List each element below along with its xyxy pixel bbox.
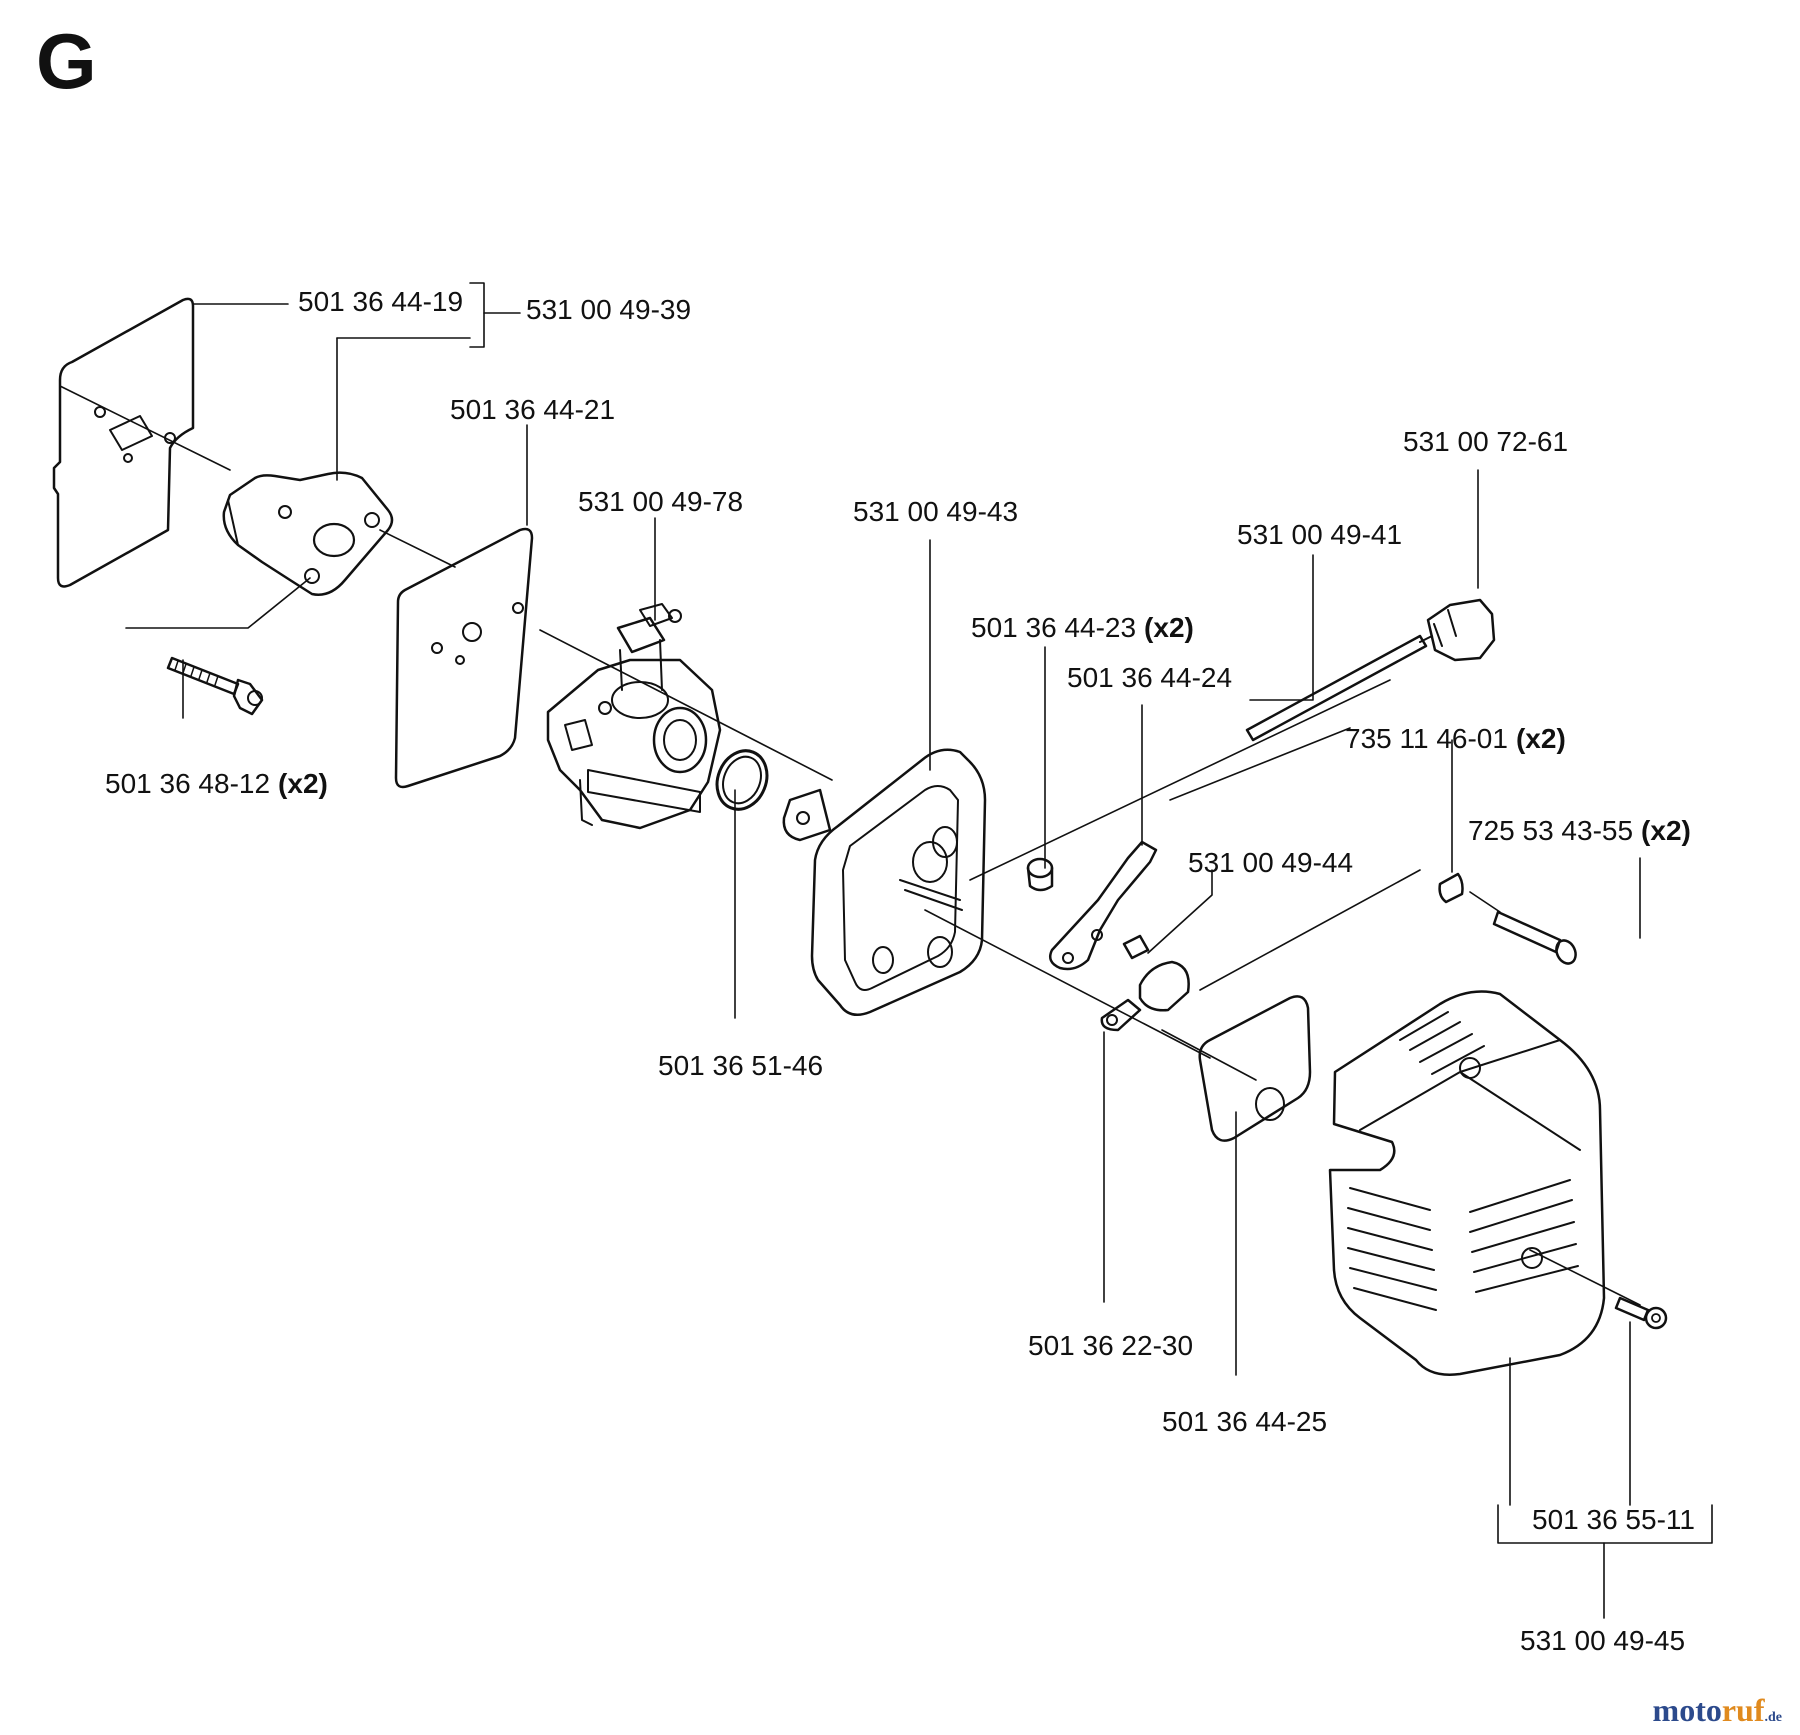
screw-725 — [1492, 910, 1577, 965]
part-number: 501 36 22-30 — [1028, 1330, 1194, 1361]
part-number: 501 36 44-19 — [298, 286, 464, 317]
part-label-04: 531 00 49-78 — [578, 488, 743, 516]
filter-cover — [1328, 990, 1606, 1376]
fuel-line — [1245, 634, 1428, 742]
watermark-part-1: moto — [1652, 1692, 1722, 1728]
cover-screw — [1614, 1296, 1668, 1330]
part-number: 501 36 44-23 — [971, 612, 1137, 643]
part-number: 735 11 46-01 — [1345, 723, 1508, 754]
part-label-02: 531 00 49-39 — [526, 296, 691, 324]
part-quantity: (x2) — [1515, 723, 1566, 754]
bolt-48-12 — [166, 656, 264, 716]
part-number: 501 36 44-21 — [450, 394, 616, 425]
part-label-10: 735 11 46-01(x2) — [1345, 725, 1566, 753]
washer-735 — [1438, 872, 1464, 904]
air-filter — [1198, 995, 1312, 1142]
primer-bulb — [1419, 598, 1496, 662]
part-quantity: (x2) — [278, 768, 328, 799]
cylinder-gasket — [52, 297, 195, 588]
intake-spacer — [222, 471, 394, 596]
part-label-15: 501 36 22-30 — [1028, 1332, 1193, 1360]
part-label-07: 531 00 49-41 — [1237, 521, 1402, 549]
part-label-13: 501 36 48-12(x2) — [105, 770, 328, 798]
part-label-12: 531 00 49-44 — [1188, 849, 1353, 877]
carburetor — [546, 603, 722, 830]
part-number: 501 36 55-11 — [1532, 1504, 1695, 1535]
bushing — [1026, 857, 1054, 892]
part-label-14: 501 36 51-46 — [658, 1052, 823, 1080]
part-label-17: 501 36 55-11 — [1532, 1506, 1695, 1534]
part-quantity: (x2) — [1144, 612, 1194, 643]
part-number: 501 36 44-25 — [1162, 1406, 1328, 1437]
part-quantity: (x2) — [1641, 815, 1691, 846]
part-label-11: 725 53 43-55(x2) — [1468, 817, 1691, 845]
part-label-09: 501 36 44-24 — [1067, 664, 1232, 692]
part-number: 725 53 43-55 — [1468, 815, 1634, 846]
part-label-16: 501 36 44-25 — [1162, 1408, 1327, 1436]
clip — [1122, 934, 1150, 960]
part-number: 501 36 48-12 — [105, 768, 271, 799]
part-number: 531 00 49-39 — [526, 294, 692, 325]
leader-lines — [59, 282, 1713, 1619]
part-number: 531 00 49-78 — [578, 486, 744, 517]
part-number: 531 00 49-43 — [853, 496, 1019, 527]
part-label-03: 501 36 44-21 — [450, 396, 615, 424]
section-letter: G — [36, 17, 97, 105]
o-ring — [715, 749, 769, 811]
choke-lever — [1049, 840, 1158, 971]
air-filter-housing — [782, 748, 987, 1017]
watermark-part-3: .de — [1764, 1710, 1783, 1725]
part-number: 531 00 49-44 — [1188, 847, 1354, 878]
part-number: 501 36 51-46 — [658, 1050, 824, 1081]
carburetor-gasket — [394, 527, 534, 789]
watermark-logo: motoruf.de — [1653, 1692, 1782, 1729]
part-number: 531 00 49-41 — [1237, 519, 1403, 550]
part-label-05: 531 00 49-43 — [853, 498, 1018, 526]
watermark-part-2: ruf — [1721, 1692, 1765, 1728]
part-number: 531 00 72-61 — [1403, 426, 1569, 457]
part-label-01: 501 36 44-19 — [298, 288, 463, 316]
part-number: 501 36 44-24 — [1067, 662, 1233, 693]
cover-plate — [1100, 960, 1190, 1032]
part-label-08: 501 36 44-23(x2) — [971, 614, 1194, 642]
part-label-06: 531 00 72-61 — [1403, 428, 1568, 456]
part-number: 531 00 49-45 — [1520, 1625, 1686, 1656]
part-label-18: 531 00 49-45 — [1520, 1627, 1685, 1655]
